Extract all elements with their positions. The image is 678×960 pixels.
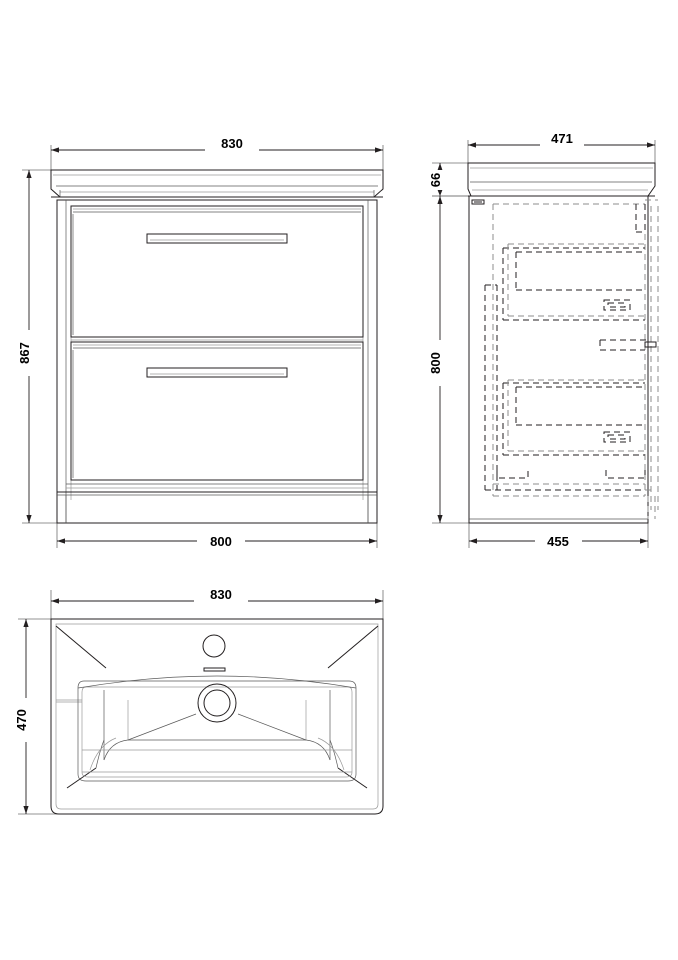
side-hidden-drawer-lower [502, 379, 645, 456]
front-dim-867: 867 [17, 169, 62, 524]
front-drawer-upper[interactable] [71, 206, 363, 337]
side-hidden-runner-mid [599, 339, 656, 351]
front-dim-830: 830 [50, 136, 384, 186]
side-hidden-runner-upper [635, 204, 649, 300]
front-plinth [57, 480, 377, 523]
side-basin-thickness-dim-label: 66 [428, 173, 443, 187]
plan-dim-830: 830 [50, 587, 384, 628]
plan-depth-dim-label: 470 [14, 709, 29, 731]
plan-dim-470: 470 [14, 618, 60, 815]
basin-bowl-rim [77, 675, 357, 782]
front-width-dim-label: 830 [221, 136, 243, 151]
front-dim-800: 800 [56, 500, 378, 549]
basin-tap-hole[interactable] [203, 635, 225, 657]
side-elevation-view: 471 66 800 [428, 131, 659, 549]
side-top-edge-detail [472, 200, 484, 204]
front-elevation-view: 830 867 800 [17, 136, 383, 549]
basin-plan-view: 830 470 [14, 587, 383, 814]
side-cabinet-body [469, 196, 648, 523]
side-dim-800: 800 [428, 195, 470, 524]
basin-outer-body [51, 619, 383, 814]
side-drawer-catch-lower [603, 431, 631, 443]
basin-overflow-slot [204, 668, 225, 671]
drawer-handle-lower[interactable] [147, 368, 287, 377]
side-hidden-stringer-left [484, 284, 498, 490]
front-drawer-gap [71, 337, 363, 341]
drawer-handle-upper[interactable] [147, 234, 287, 243]
basin-bowl-interior [82, 690, 352, 773]
plan-width-dim-label: 830 [210, 587, 232, 602]
side-dim-471: 471 [467, 131, 656, 180]
basin-corner-chamfers [56, 626, 378, 788]
side-dim-455: 455 [468, 500, 649, 549]
side-base-depth-dim-label: 455 [547, 534, 569, 549]
side-depth-dim-label: 471 [551, 131, 573, 146]
side-hidden-drawer-upper [502, 243, 645, 321]
front-height-dim-label: 867 [17, 342, 32, 364]
side-cabinet-height-dim-label: 800 [428, 352, 443, 374]
basin-waste-outlet[interactable] [198, 684, 236, 722]
side-drawer-catch-upper [603, 299, 631, 311]
side-hidden-plinth [485, 470, 656, 519]
front-base-width-dim-label: 800 [210, 534, 232, 549]
